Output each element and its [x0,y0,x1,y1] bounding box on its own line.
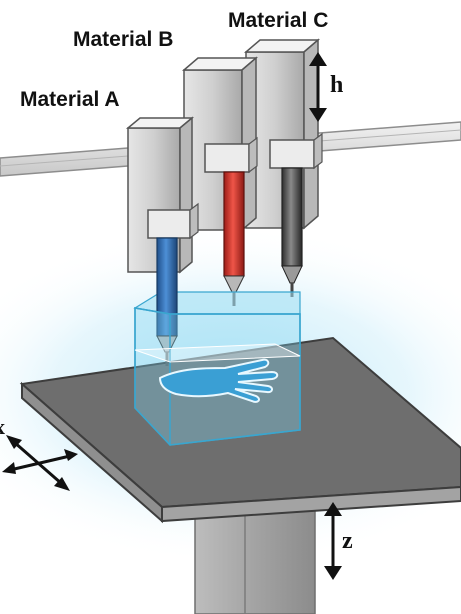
height-arrow [309,52,327,122]
material-c-label: Material C [228,9,329,32]
z-axis-arrow [324,502,342,580]
material-a-label: Material A [20,88,120,111]
printed-hand-object [158,358,279,403]
material-b-label: Material B [73,28,174,51]
z-axis-label: z [342,528,353,554]
xy-axis-arrows [2,435,78,491]
platform-pedestal [194,499,316,614]
height-label: h [330,72,344,98]
material-b-printhead [181,56,259,306]
x-axis-label: x [0,414,5,440]
material-a-printhead [125,116,199,366]
build-platform [19,336,461,524]
